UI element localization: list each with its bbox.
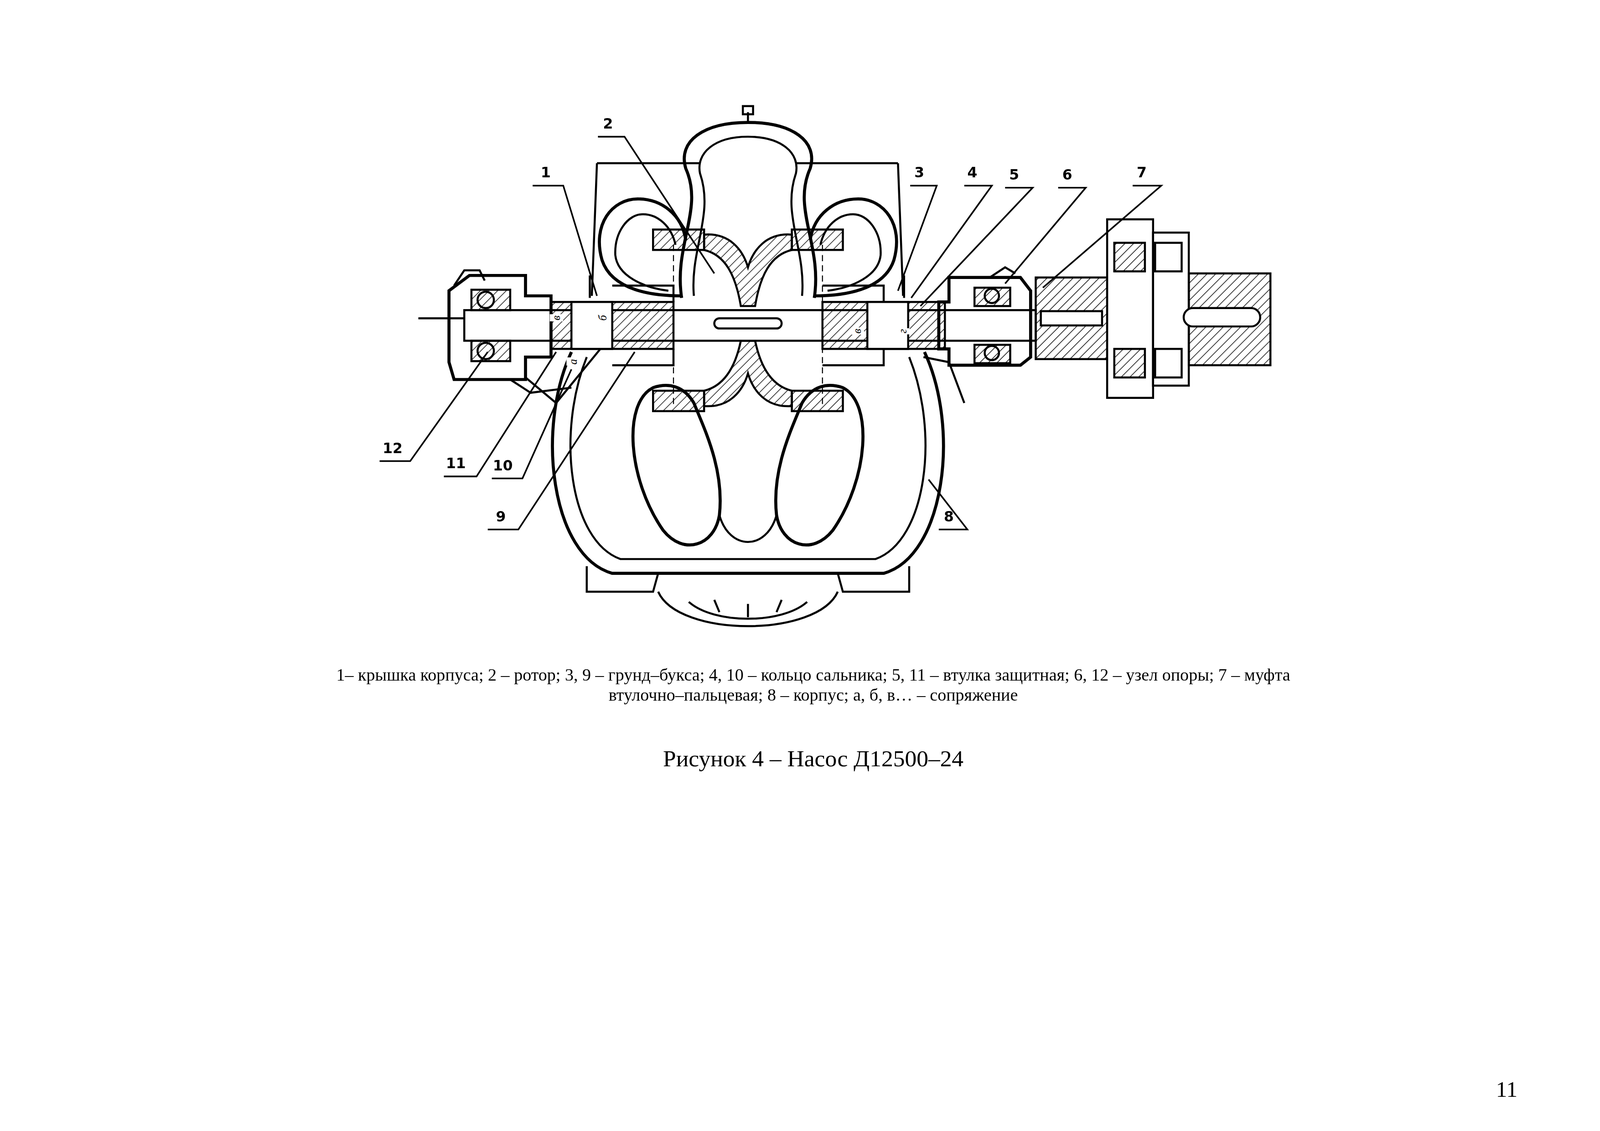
callout-number: 5 [1009,166,1020,184]
coupling [1035,219,1271,399]
callout-number: 8 [943,507,954,526]
callout-number: 6 [1062,166,1073,184]
callout-number: 9 [496,507,507,526]
callout-number: 7 [1136,164,1147,182]
interface-letter: г [896,327,911,335]
callout-number: 3 [914,164,925,182]
callout-number: 11 [445,455,467,473]
leader-lines [379,136,1161,530]
shaft [418,285,1036,366]
page-number: 11 [1496,1076,1518,1104]
callout-number: 12 [382,440,403,458]
callout-number: 4 [967,164,978,182]
callout-number: 2 [603,115,614,133]
pump-outline [510,106,965,627]
right-bearing [938,267,1031,366]
interface-letter: в [850,327,865,335]
interface-letter: в [549,314,564,322]
figure-caption: Рисунок 4 – Насос Д12500–24 [662,745,964,774]
interface-letter: а [566,357,580,366]
left-bearing [449,270,552,380]
callout-number: 1 [540,164,551,182]
callout-number: 10 [492,457,513,475]
interface-letter: б [595,314,610,322]
parts-list: 1– крышка корпуса; 2 – ротор; 3, 9 – гру… [297,665,1329,707]
